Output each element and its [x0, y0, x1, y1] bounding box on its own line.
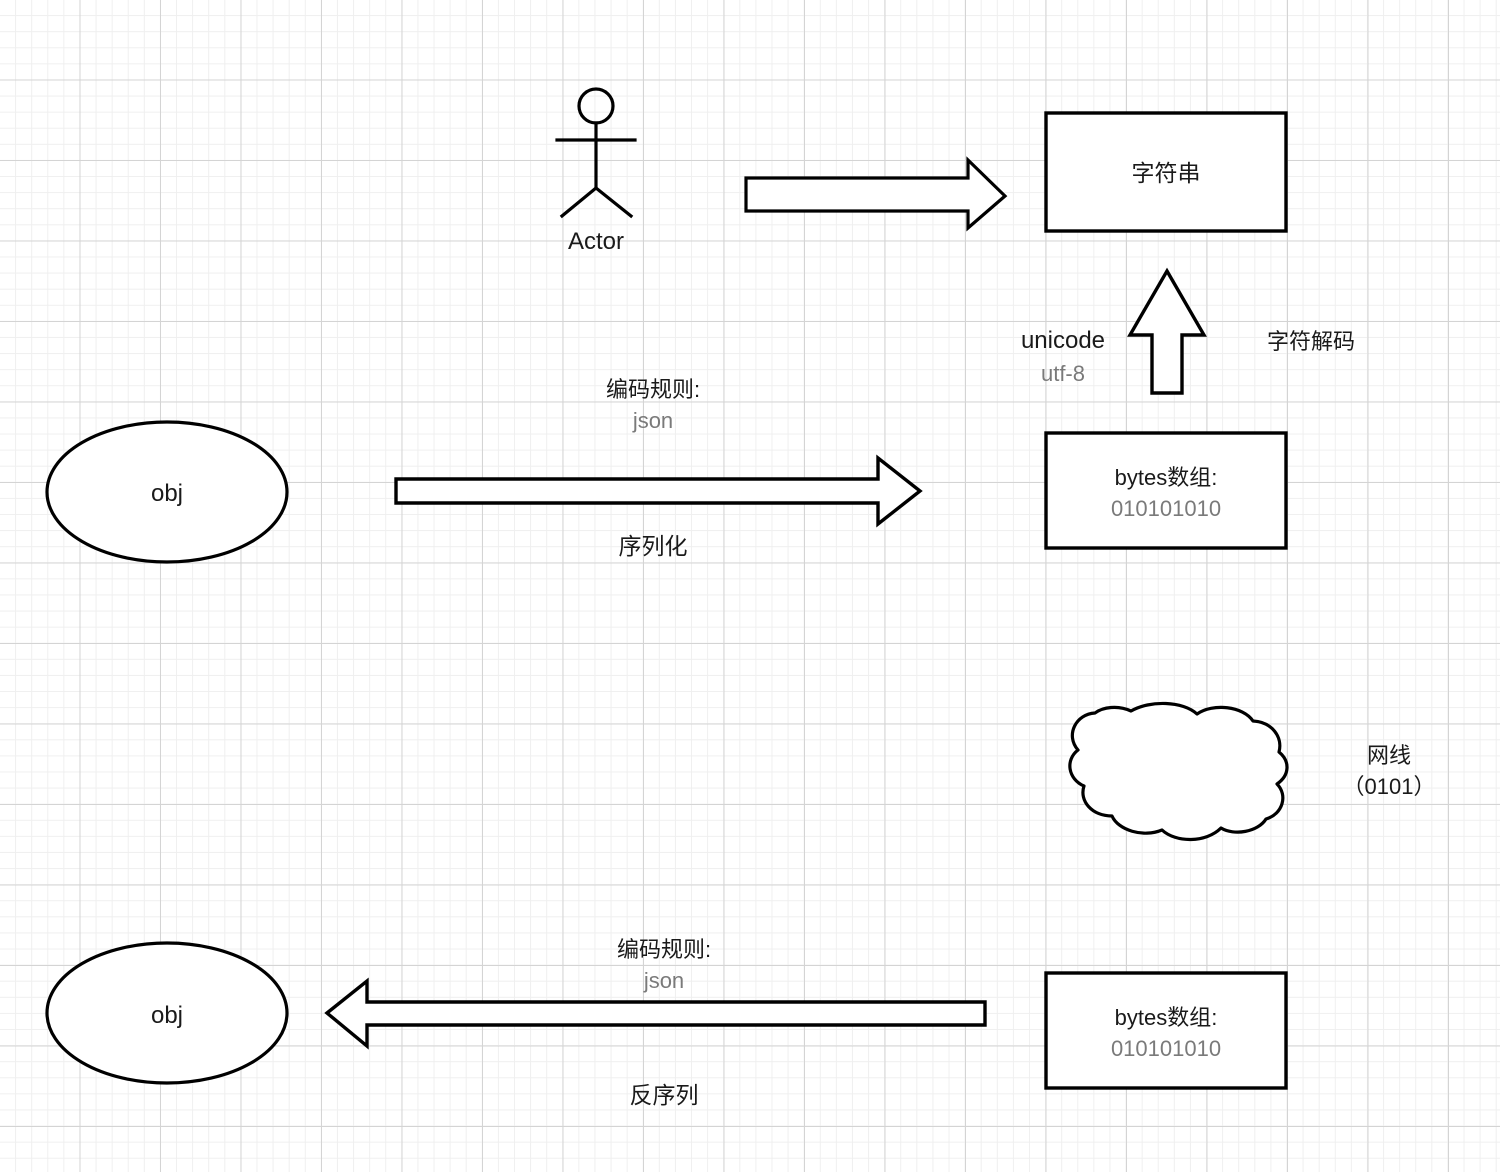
- bytes-box-top-title: bytes数组:: [1114, 465, 1218, 490]
- actor-right-leg-line: [593, 185, 634, 219]
- bytes-box-bottom-labels: bytes数组: 010101010: [1111, 1002, 1221, 1064]
- string-box[interactable]: [1044, 111, 1288, 233]
- obj-ellipse-top[interactable]: [45, 420, 289, 564]
- actor-figure[interactable]: [555, 87, 637, 219]
- decode-encoding-secondary: utf-8: [1040, 361, 1086, 387]
- serialize-rule-value: json: [632, 408, 674, 434]
- actor-label: Actor: [567, 228, 625, 255]
- bytes-box-bottom[interactable]: [1044, 971, 1288, 1090]
- actor-left-leg-line: [559, 185, 599, 219]
- bytes-box-top-value: 010101010: [1110, 496, 1222, 522]
- obj-top-label: obj: [150, 480, 184, 507]
- deserialize-rule-labels: 编码规则: json: [617, 934, 711, 996]
- serialize-rule-title: 编码规则:: [605, 377, 701, 402]
- bytes-box-top[interactable]: [1044, 431, 1288, 550]
- network-label-line2: （0101）: [1342, 774, 1436, 800]
- deserialize-arrow[interactable]: [324, 977, 987, 1050]
- actor-to-string-arrow[interactable]: [744, 156, 1008, 232]
- serialize-action-label: 序列化: [618, 533, 688, 559]
- decode-action-label: 字符解码: [1266, 329, 1356, 354]
- serialize-arrow[interactable]: [394, 454, 923, 528]
- obj-bottom-label: obj: [150, 1002, 184, 1029]
- serialize-rule-labels: 编码规则: json: [606, 374, 700, 436]
- bytes-box-bottom-title: bytes数组:: [1114, 1005, 1218, 1030]
- decode-encoding-primary: unicode: [1020, 327, 1106, 354]
- network-cloud-icon[interactable]: [1068, 701, 1289, 842]
- string-box-label: 字符串: [1131, 160, 1201, 186]
- actor-head-icon: [577, 87, 615, 125]
- bytes-box-top-labels: bytes数组: 010101010: [1111, 462, 1221, 524]
- deserialize-action-label: 反序列: [629, 1082, 699, 1108]
- decode-encoding-labels: unicode utf-8: [1021, 324, 1105, 389]
- network-annotation: 网线 （0101）: [1343, 740, 1436, 802]
- network-label-line1: 网线: [1366, 743, 1412, 768]
- bytes-box-bottom-value: 010101010: [1110, 1036, 1222, 1062]
- deserialize-rule-value: json: [643, 968, 685, 994]
- decode-up-arrow[interactable]: [1127, 267, 1207, 395]
- deserialize-rule-title: 编码规则:: [616, 937, 712, 962]
- obj-ellipse-bottom[interactable]: [45, 941, 289, 1085]
